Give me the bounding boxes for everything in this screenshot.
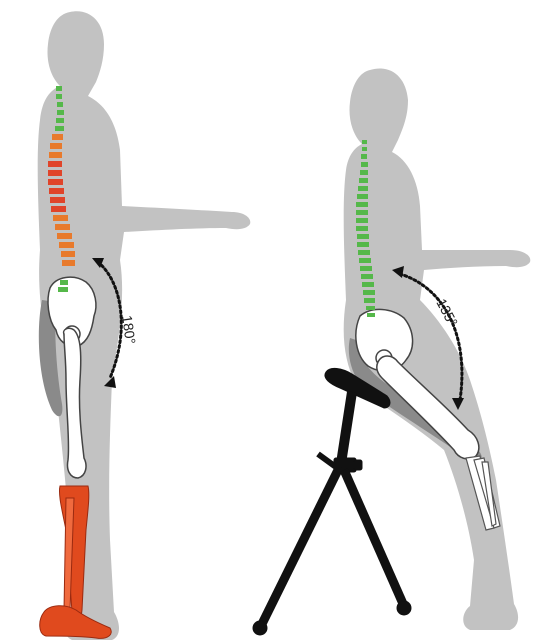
- stool-foot-right: [397, 601, 411, 615]
- perching-figure: 135°: [253, 68, 530, 635]
- perching-stool: [253, 368, 411, 635]
- stool-leg-right: [344, 470, 404, 606]
- stool-leg-left: [260, 470, 338, 628]
- stool-knob: [354, 460, 362, 470]
- stool-foot-left: [253, 621, 267, 635]
- standing-figure: 180°: [38, 11, 251, 640]
- standing-angle-label: 180°: [119, 314, 139, 345]
